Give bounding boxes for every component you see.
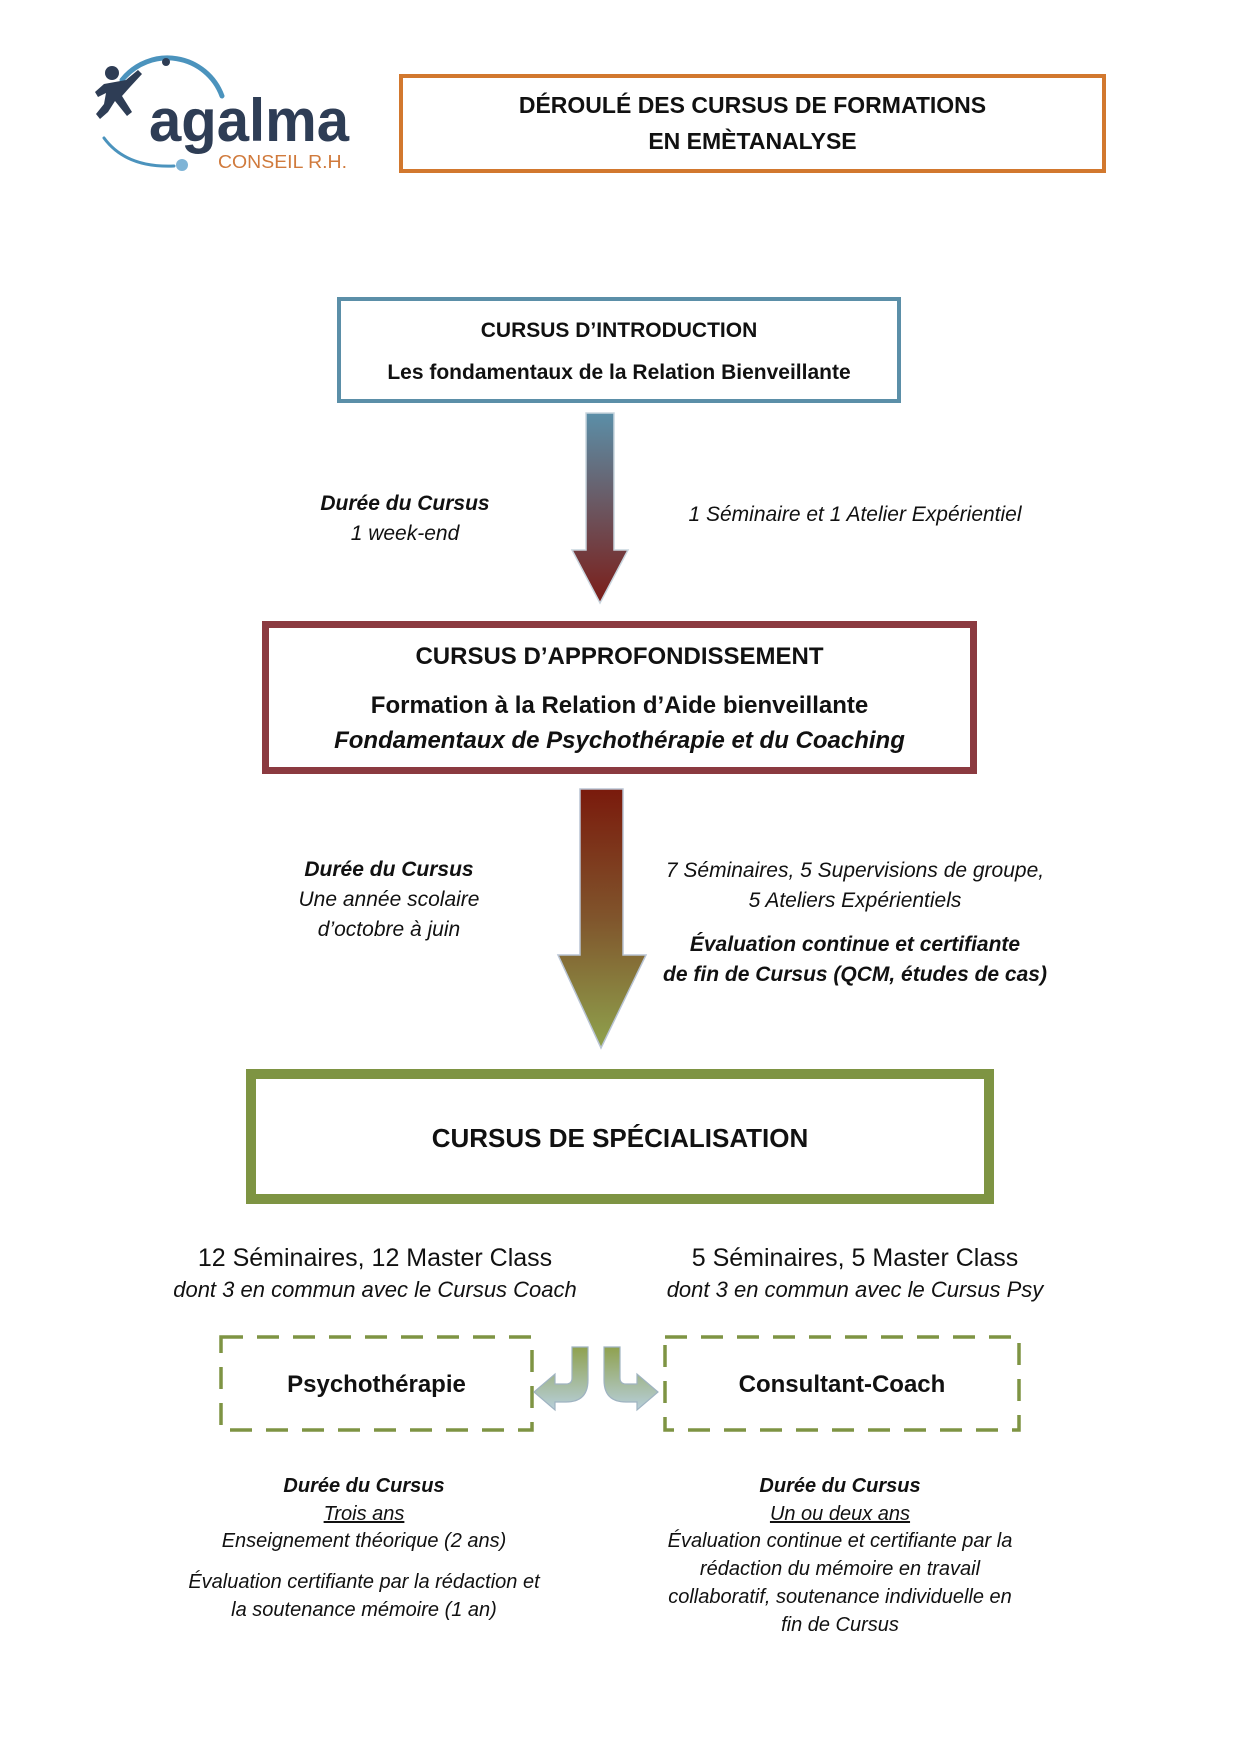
logo-tagline: CONSEIL R.H. (218, 152, 347, 172)
introduction-content: 1 Séminaire et 1 Atelier Expérientiel (688, 503, 1022, 526)
approfondissement-box (262, 621, 977, 774)
turn-left-arrow-icon (533, 1346, 589, 1412)
approfondissement-content-line: 5 Ateliers Expérientiels (748, 889, 962, 912)
consultant-coach-dashed-box (663, 1335, 1021, 1432)
logo-figure-icon (95, 66, 142, 119)
psychotherapie-label: Psychothérapie (287, 1371, 466, 1398)
psychotherapie-dashed-box (219, 1335, 534, 1432)
consultant-coach-evaluation-line: Évaluation continue et certifiante par l… (667, 1530, 1013, 1552)
approfondissement-evaluation-line: Évaluation continue et certifiante (689, 933, 1021, 956)
specialisation-heading: CURSUS DE SPÉCIALISATION (431, 1123, 809, 1153)
introduction-box (337, 297, 901, 403)
turn-right-arrow-icon (603, 1346, 659, 1412)
approfondissement-heading: CURSUS D’APPROFONDISSEMENT (415, 643, 824, 670)
approfondissement-content-line: 7 Séminaires, 5 Supervisions de groupe, (665, 859, 1045, 882)
page-title-line-2: EN EMÈTANALYSE (648, 128, 857, 154)
consultant-coach-evaluation-line: rédaction du mémoire en travail (699, 1558, 981, 1580)
specialisation-box (246, 1069, 994, 1204)
approfondissement-subtitle-italic: Fondamentaux de Psychothérapie et du Coa… (334, 727, 905, 754)
psychotherapie-evaluation-line: Évaluation certifiante par la rédaction … (188, 1571, 540, 1593)
consultant-coach-shared: dont 3 en commun avec le Cursus Psy (666, 1277, 1044, 1302)
title-box (399, 74, 1106, 173)
introduction-duration: 1 week-end (350, 522, 460, 545)
consultant-coach-evaluation-line: collaboratif, soutenance individuelle en (668, 1586, 1012, 1608)
consultant-coach-duration: Un ou deux ans (769, 1503, 911, 1525)
approfondissement-duration-line: d’octobre à juin (317, 918, 461, 941)
introduction-duration-label: Durée du Cursus (320, 492, 490, 515)
logo-swoosh-ball-icon (176, 159, 188, 171)
logo-name: agalma (149, 87, 350, 154)
approfondissement-duration-label: Durée du Cursus (304, 858, 474, 881)
consultant-coach-summary: 5 Séminaires, 5 Master Class (691, 1244, 1019, 1272)
psychotherapie-summary: 12 Séminaires, 12 Master Class (197, 1244, 553, 1272)
consultant-coach-evaluation-line: fin de Cursus (781, 1614, 899, 1636)
logo: agalma CONSEIL R.H. (95, 55, 350, 172)
psychotherapie-shared: dont 3 en commun avec le Cursus Coach (173, 1277, 577, 1302)
psychotherapie-duration: Trois ans (323, 1503, 405, 1525)
down-arrow-icon (570, 412, 630, 605)
logo-swoosh (102, 136, 176, 168)
consultant-coach-duration-label: Durée du Cursus (759, 1475, 921, 1497)
psychotherapie-duration-label: Durée du Cursus (283, 1475, 445, 1497)
psychotherapie-evaluation-line: la soutenance mémoire (1 an) (231, 1599, 497, 1621)
approfondissement-duration-line: Une année scolaire (298, 888, 480, 911)
approfondissement-subtitle: Formation à la Relation d’Aide bienveill… (370, 692, 869, 719)
introduction-subtitle: Les fondamentaux de la Relation Bienveil… (387, 361, 851, 384)
logo-arc (119, 55, 225, 99)
approfondissement-evaluation-line: de fin de Cursus (QCM, études de cas) (663, 963, 1047, 986)
consultant-coach-label: Consultant-Coach (738, 1371, 946, 1398)
page-title-line-1: DÉROULÉ DES CURSUS DE FORMATIONS (518, 92, 987, 118)
down-arrow-icon (556, 788, 648, 1050)
psychotherapie-detail: Enseignement théorique (2 ans) (221, 1530, 507, 1552)
introduction-heading: CURSUS D’INTRODUCTION (480, 319, 758, 342)
logo-ball-icon (162, 58, 170, 66)
